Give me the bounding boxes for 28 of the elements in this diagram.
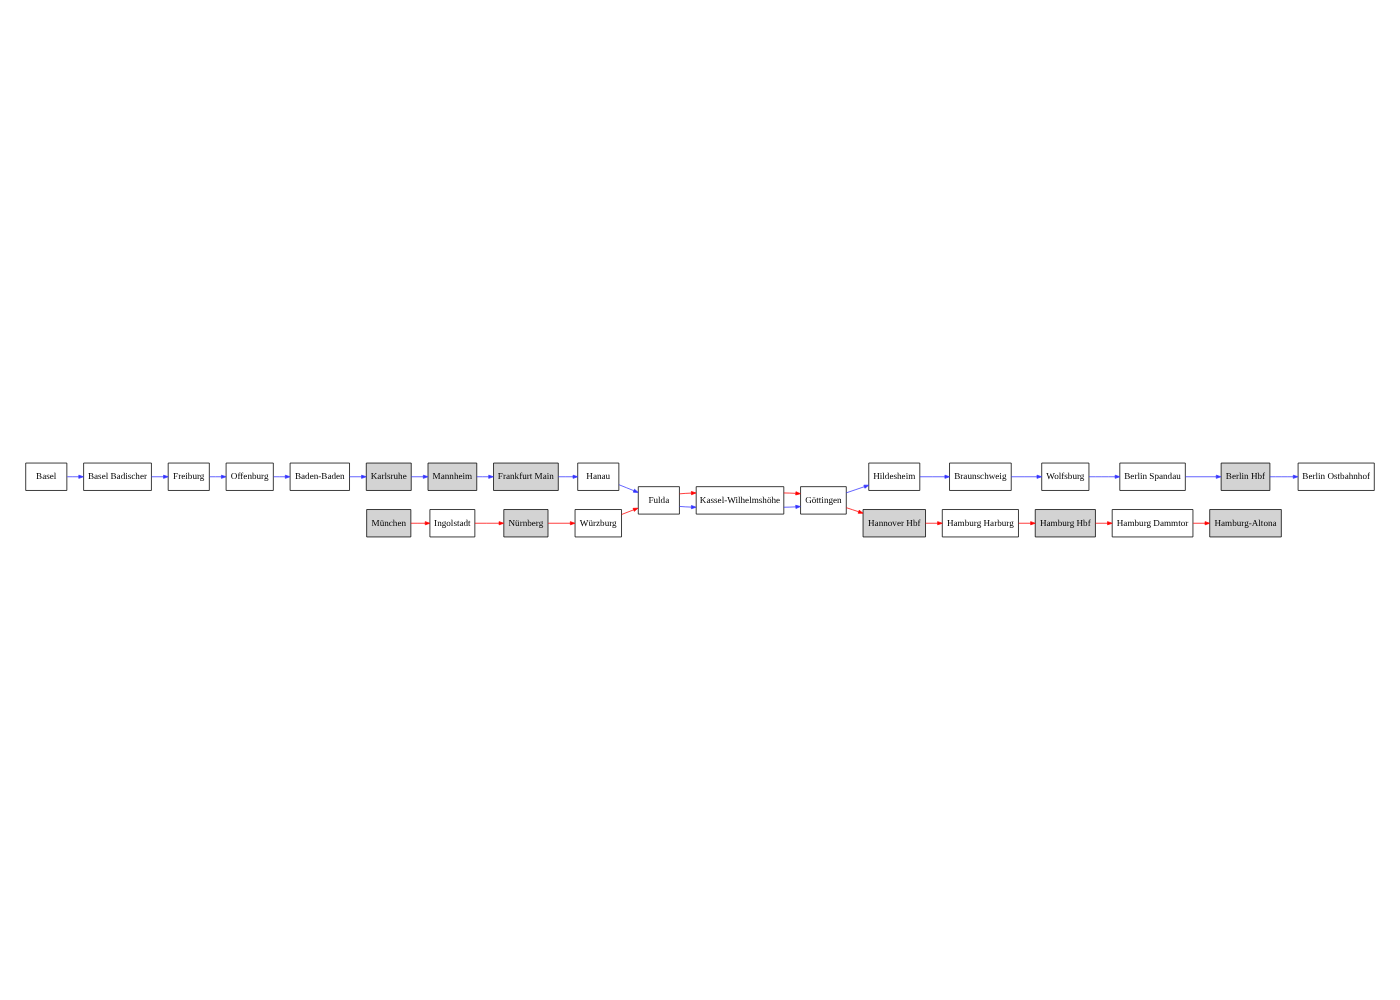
arrow xyxy=(783,504,801,509)
arrow xyxy=(1269,474,1299,479)
arrow xyxy=(476,474,494,479)
arrow xyxy=(621,507,639,515)
arrow xyxy=(209,474,227,479)
arrow xyxy=(783,491,801,496)
arrow xyxy=(410,521,431,526)
arrow xyxy=(919,474,950,479)
arrow xyxy=(273,474,291,479)
arrow xyxy=(1185,474,1222,479)
arrow xyxy=(547,521,576,526)
arrow xyxy=(1018,521,1036,526)
arrow xyxy=(1192,521,1211,526)
arrow xyxy=(618,484,639,493)
arrow xyxy=(66,474,84,479)
arrow xyxy=(151,474,169,479)
arrow xyxy=(845,484,870,494)
arrow xyxy=(679,505,697,510)
arrow xyxy=(1010,474,1042,479)
arrow xyxy=(349,474,367,479)
arrow xyxy=(845,507,864,514)
arrow xyxy=(1088,474,1121,479)
arrow xyxy=(558,474,579,479)
arrow xyxy=(1095,521,1113,526)
arrow xyxy=(474,521,505,526)
arrow xyxy=(925,521,943,526)
arrow xyxy=(410,474,429,479)
arrow xyxy=(679,491,697,496)
